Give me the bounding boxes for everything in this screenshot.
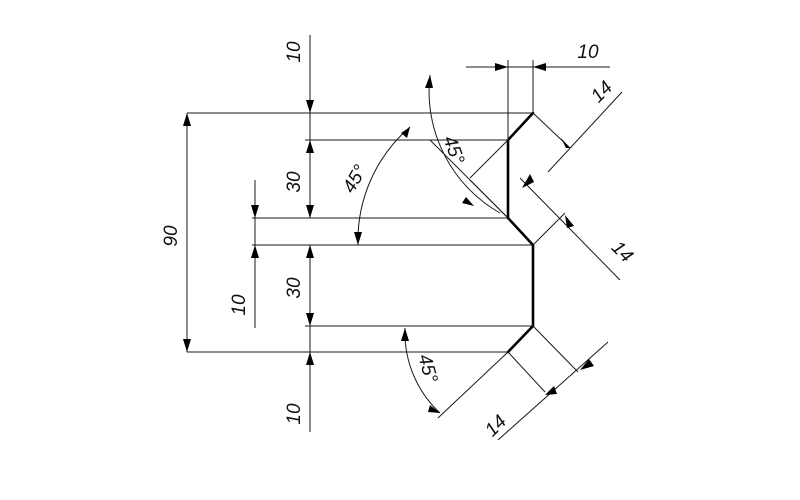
arrowheads <box>183 63 594 413</box>
profile-upper-chamfer <box>506 111 535 354</box>
dimension-texts: 10 10 30 90 10 30 10 45° 45° 45° 14 14 1… <box>161 41 637 441</box>
dim-left-top-gap: 10 <box>284 41 305 63</box>
dim-total-height: 90 <box>161 225 182 247</box>
dim-left-mid-gap: 10 <box>229 294 250 316</box>
dim-top-width: 10 <box>577 42 599 63</box>
dim-lower-angle: 45° <box>413 352 441 386</box>
dim-upper-chamfer-bottom: 14 <box>607 237 637 267</box>
dim-left-lower: 30 <box>284 277 305 299</box>
dim-left-bottom-gap: 10 <box>284 403 305 425</box>
dim-lower-chamfer: 14 <box>481 411 511 441</box>
extension-lines <box>187 60 579 419</box>
dim-upper-angle-left: 45° <box>339 161 372 197</box>
dim-upper-angle-right: 45° <box>438 133 468 168</box>
dimension-lines <box>186 35 623 441</box>
angle-arc-upper-right <box>428 74 501 214</box>
part-profile <box>506 111 535 354</box>
angle-arc-upper-left <box>357 126 411 246</box>
dim-left-upper: 30 <box>284 171 305 193</box>
